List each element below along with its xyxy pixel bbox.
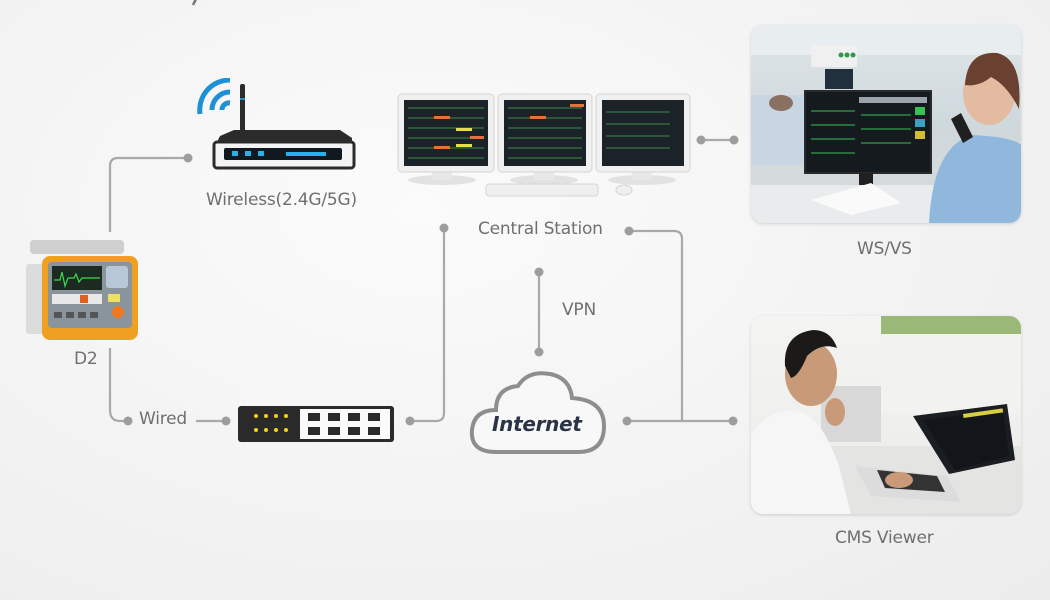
wire-node bbox=[221, 416, 231, 426]
internet-cloud: Internet bbox=[466, 366, 610, 458]
defibrillator-icon bbox=[26, 240, 138, 340]
network-switch bbox=[236, 384, 396, 444]
wire-switch-central bbox=[410, 228, 446, 423]
cloud-icon bbox=[469, 371, 607, 454]
wire-node bbox=[183, 153, 193, 163]
wire-node bbox=[624, 226, 634, 236]
cms-viewer-photo bbox=[751, 316, 1021, 514]
wired-label: Wired bbox=[139, 409, 188, 429]
vpn-label: VPN bbox=[562, 300, 596, 320]
wire-d2-wireless bbox=[108, 156, 188, 232]
wire-node bbox=[534, 347, 544, 357]
wire-node bbox=[534, 267, 544, 277]
d2-label: D2 bbox=[74, 349, 98, 369]
network-switch-icon bbox=[238, 384, 394, 442]
central-station bbox=[394, 92, 694, 200]
wire-node bbox=[405, 416, 415, 426]
ws-vs-photo bbox=[751, 25, 1021, 223]
wire-node bbox=[123, 416, 133, 426]
ws-vs-label: WS/VS bbox=[857, 239, 912, 259]
wire-node bbox=[728, 416, 738, 426]
wireless-router bbox=[190, 77, 360, 182]
nurse-workstation-image bbox=[751, 25, 1021, 223]
central-station-label: Central Station bbox=[478, 219, 603, 239]
wire-node bbox=[622, 416, 632, 426]
wireless-label: Wireless(2.4G/5G) bbox=[206, 190, 357, 210]
wire-node bbox=[729, 135, 739, 145]
wifi-router-icon bbox=[197, 77, 356, 170]
cms-viewer-label: CMS Viewer bbox=[835, 528, 934, 548]
wire-node bbox=[439, 223, 449, 233]
wire-central-trunk bbox=[629, 229, 684, 421]
triple-monitor-icon bbox=[397, 93, 691, 197]
wire-node bbox=[696, 135, 706, 145]
d2-device bbox=[18, 236, 140, 344]
internet-label: Internet bbox=[492, 412, 582, 436]
wire-d2-wired bbox=[108, 348, 128, 423]
doctor-laptop-image bbox=[751, 316, 1021, 514]
title-fragment bbox=[185, 0, 207, 6]
